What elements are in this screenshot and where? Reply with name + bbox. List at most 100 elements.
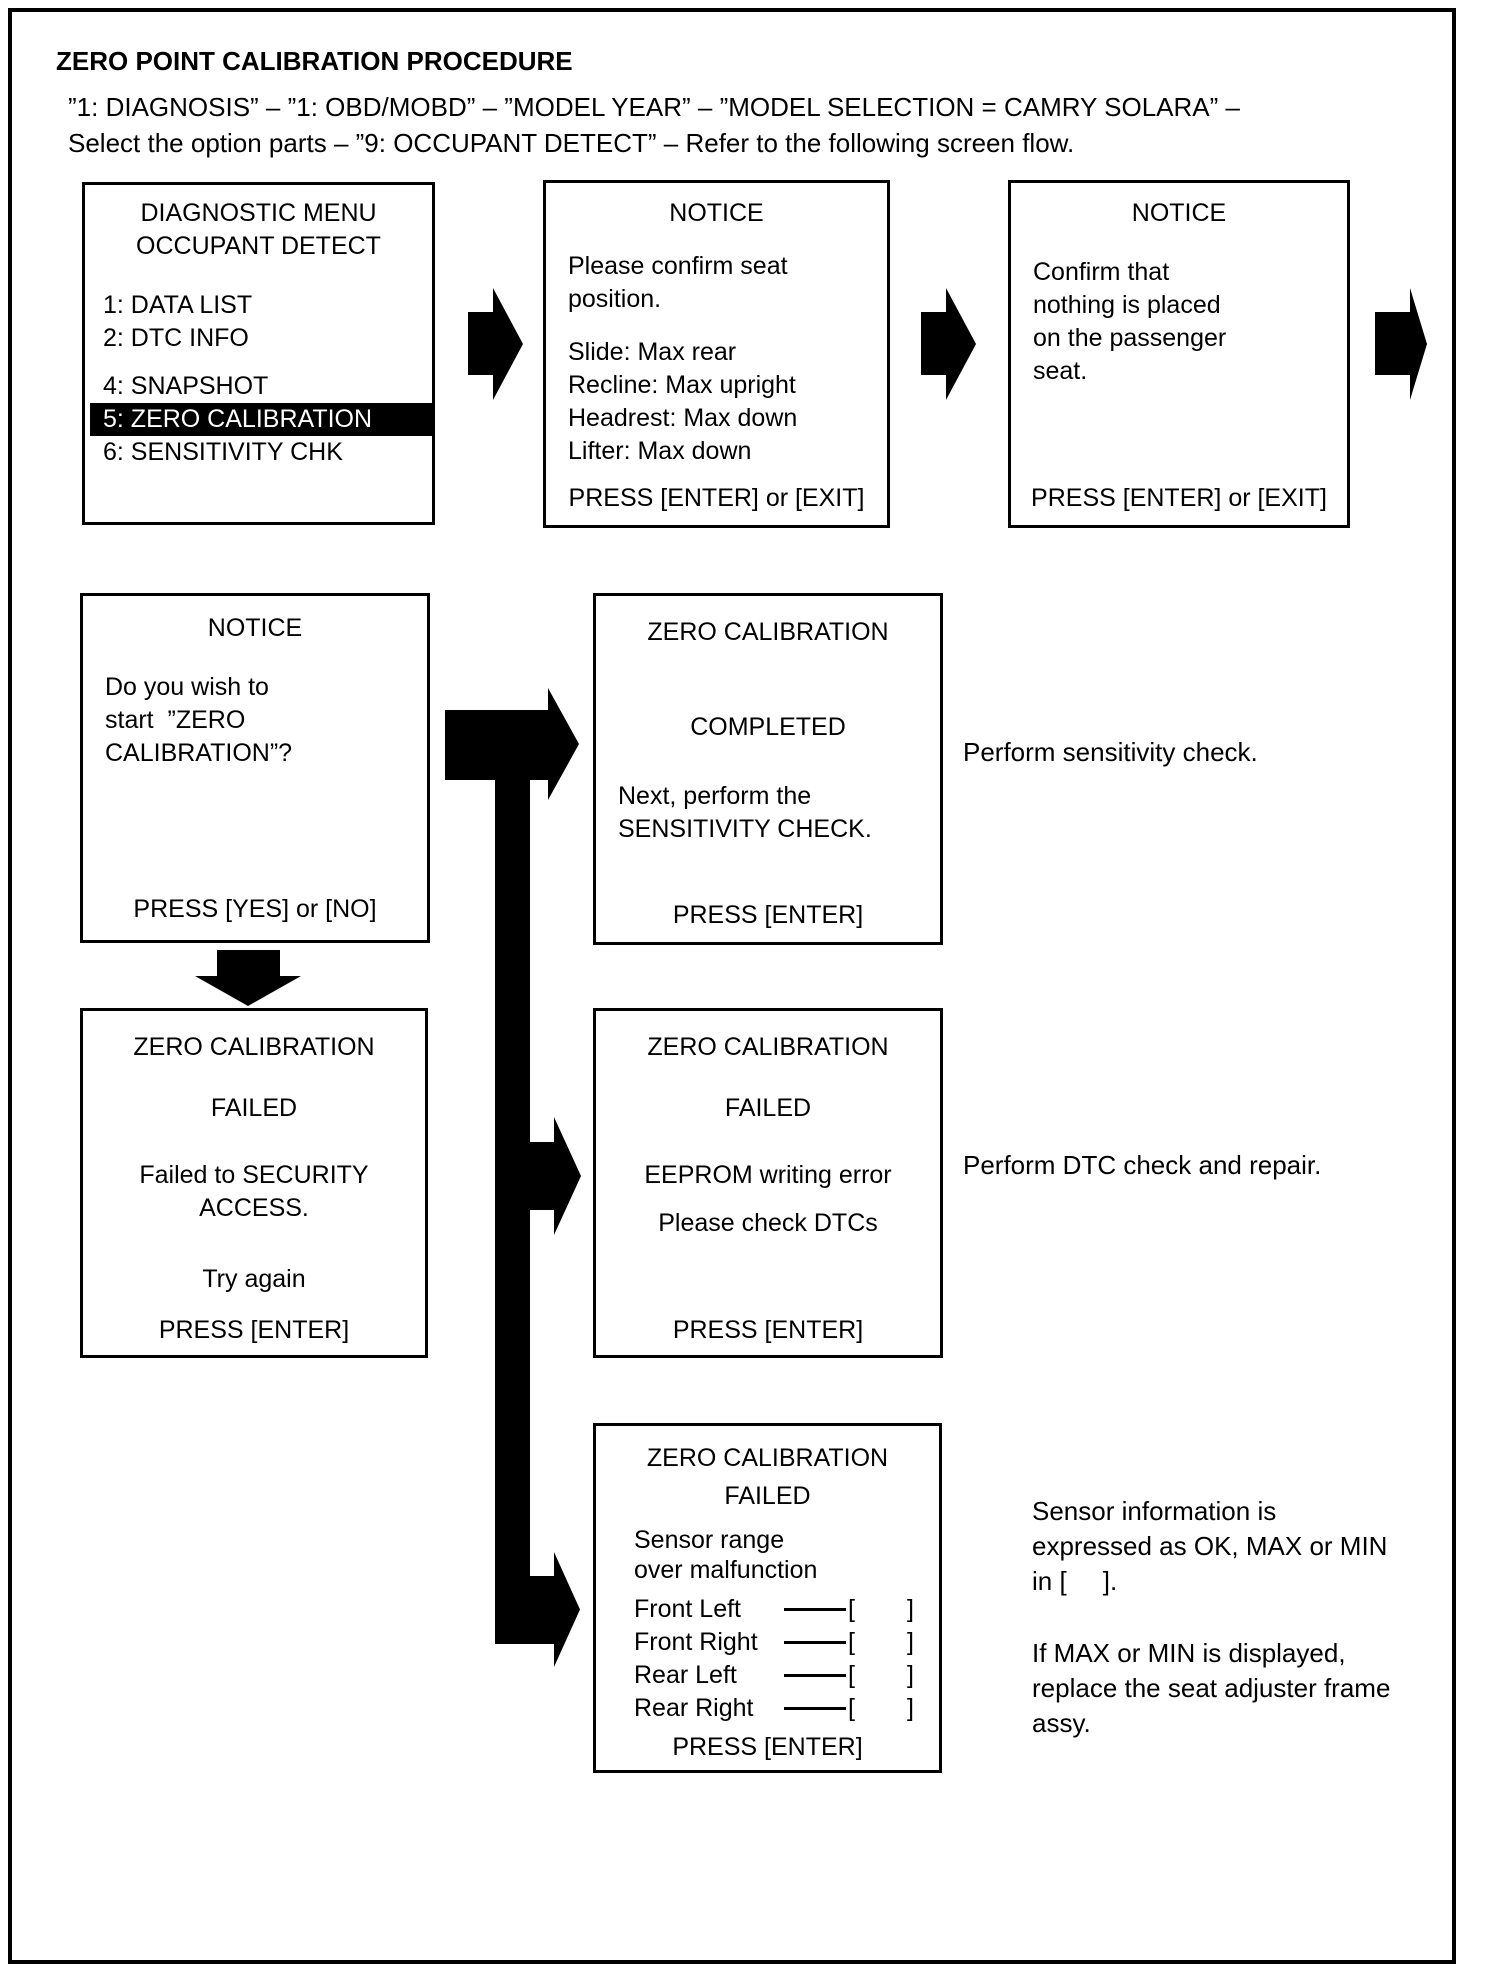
text-line: ACCESS. [199, 1194, 309, 1222]
screen-calibration-completed: ZERO CALIBRATION COMPLETED Next, perform… [593, 593, 943, 945]
seat-recline: Recline: Max upright [568, 371, 796, 399]
menu-item-list: 1: DATA LIST 2: DTC INFO 4: SNAPSHOT 5: … [90, 289, 432, 469]
seat-lifter: Lifter: Max down [568, 437, 752, 465]
text-line: expressed as OK, MAX or MIN [1032, 1531, 1388, 1561]
screen-notice-seat-position: NOTICE Please confirm seat position. Sli… [543, 180, 890, 528]
screen-diagnostic-menu: DIAGNOSTIC MENU OCCUPANT DETECT 1: DATA … [82, 182, 435, 525]
notice-nothing-text: Confirm that nothing is placed on the pa… [1011, 230, 1347, 388]
sensor-row-line [784, 1608, 846, 1611]
bracket-close: ] [906, 1661, 914, 1689]
press-enter-exit-label: PRESS [ENTER] or [EXIT] [1031, 484, 1327, 512]
bracket-close: ] [906, 1595, 914, 1623]
press-enter-exit-label: PRESS [ENTER] or [EXIT] [568, 484, 865, 512]
bracket-close: ] [906, 1628, 914, 1656]
text-line: Please check DTCs [658, 1209, 878, 1237]
text-line: SENSITIVITY CHECK. [618, 815, 872, 843]
press-enter-label: PRESS [ENTER] [158, 1316, 350, 1344]
text-line: Try again [202, 1265, 306, 1293]
text-line: seat. [1033, 357, 1088, 385]
menu-title-line2: OCCUPANT DETECT [136, 232, 381, 260]
page-title: ZERO POINT CALIBRATION PROCEDURE [56, 46, 573, 76]
sensor-row-line [784, 1707, 846, 1710]
menu-item-spacer [103, 355, 432, 370]
intro-line-1: ”1: DIAGNOSIS” – ”1: OBD/MOBD” – ”MODEL … [68, 92, 1240, 122]
screen-title: ZERO CALIBRATION [647, 1033, 889, 1061]
notice-seat-text: Please confirm seat position. [546, 230, 887, 316]
notice-title: NOTICE [207, 614, 303, 642]
text-line: Please confirm seat [568, 252, 788, 280]
flow-arrow-sensor-stub [530, 1576, 555, 1644]
screen-title: ZERO CALIBRATION [647, 618, 889, 646]
press-enter-label: PRESS [ENTER] [672, 1316, 864, 1344]
seat-position-list: Slide: Max rear Recline: Max upright Hea… [546, 316, 887, 468]
menu-item-sensitivity-chk: 6: SENSITIVITY CHK [103, 438, 343, 466]
seat-slide: Slide: Max rear [568, 338, 737, 366]
status-completed: COMPLETED [690, 713, 846, 741]
bracket-open: [ [848, 1694, 855, 1722]
status-failed: FAILED [724, 1094, 812, 1122]
sensor-row-front-left: Front Left [ ] [596, 1593, 939, 1626]
note-perform-dtc-check: Perform DTC check and repair. [963, 1150, 1322, 1180]
flow-arrow-eeprom-stub [530, 1142, 555, 1210]
text-line: Failed to SECURITY [139, 1161, 369, 1189]
text-line: If MAX or MIN is displayed, [1032, 1638, 1346, 1668]
page-border [8, 8, 1456, 1964]
press-enter-label: PRESS [ENTER] [672, 901, 864, 929]
menu-item-dtc-info: 2: DTC INFO [103, 324, 249, 352]
text-line: start ”ZERO [105, 706, 246, 734]
menu-title-line1: DIAGNOSTIC MENU [140, 199, 377, 227]
text-line: replace the seat adjuster frame [1032, 1673, 1391, 1703]
sensor-row-line [784, 1641, 846, 1644]
sensor-range-text: Sensor range over malfunction [596, 1513, 939, 1585]
notice-title: NOTICE [1131, 199, 1227, 227]
text-line: EEPROM writing error [644, 1161, 892, 1189]
note-sensor-information: Sensor information is expressed as OK, M… [1032, 1494, 1387, 1599]
sensor-row-rear-right: Rear Right [ ] [596, 1692, 939, 1725]
flow-arrow-down-stem [217, 950, 280, 977]
flow-arrow-branch-shaft-horizontal [445, 710, 549, 780]
status-failed: FAILED [724, 1482, 811, 1510]
status-failed: FAILED [210, 1094, 298, 1122]
sensor-row-label: Rear Right [634, 1694, 754, 1722]
seat-headrest: Headrest: Max down [568, 404, 798, 432]
text-line: CALIBRATION”? [105, 739, 293, 767]
text-line: nothing is placed [1033, 291, 1221, 319]
bracket-open: [ [848, 1595, 855, 1623]
press-enter-label: PRESS [ENTER] [672, 1733, 863, 1761]
text-line: assy. [1032, 1708, 1091, 1738]
text-line: Sensor information is [1032, 1496, 1277, 1526]
text-line: position. [568, 285, 662, 313]
sensor-row-list: Front Left [ ] Front Right [ ] Rear Left… [596, 1593, 939, 1725]
sensor-row-label: Front Right [634, 1628, 758, 1656]
screen-title: ZERO CALIBRATION [133, 1033, 375, 1061]
sensor-row-rear-left: Rear Left [ ] [596, 1659, 939, 1692]
bracket-close: ] [906, 1694, 914, 1722]
notice-start-text: Do you wish to start ”ZERO CALIBRATION”? [83, 645, 427, 770]
screen-failed-eeprom: ZERO CALIBRATION FAILED EEPROM writing e… [593, 1008, 943, 1358]
screen-notice-start-calibration: NOTICE Do you wish to start ”ZERO CALIBR… [80, 593, 430, 943]
note-replace-seat-adjuster: If MAX or MIN is displayed, replace the … [1032, 1636, 1390, 1741]
intro-line-2: Select the option parts – ”9: OCCUPANT D… [68, 128, 1075, 158]
sensor-row-line [784, 1674, 846, 1677]
completed-text: Next, perform the SENSITIVITY CHECK. [596, 744, 940, 846]
note-perform-sensitivity: Perform sensitivity check. [963, 737, 1258, 767]
sensor-row-label: Front Left [634, 1595, 741, 1623]
menu-item-zero-calibration-selected: 5: ZERO CALIBRATION [90, 403, 432, 436]
screen-failed-security-access: ZERO CALIBRATION FAILED Failed to SECURI… [80, 1008, 428, 1358]
sensor-row-label: Rear Left [634, 1661, 737, 1689]
press-yes-no-label: PRESS [YES] or [NO] [133, 895, 377, 923]
text-line: over malfunction [634, 1556, 818, 1584]
text-line: Confirm that [1033, 258, 1170, 286]
bracket-open: [ [848, 1661, 855, 1689]
screen-title: ZERO CALIBRATION [646, 1444, 889, 1472]
screen-notice-nothing-placed: NOTICE Confirm that nothing is placed on… [1008, 180, 1350, 528]
text-line: Next, perform the [618, 782, 812, 810]
text-line: Sensor range [634, 1526, 785, 1554]
screen-failed-sensor-range: ZERO CALIBRATION FAILED Sensor range ove… [593, 1423, 942, 1773]
text-line: in [ ]. [1032, 1566, 1118, 1596]
notice-title: NOTICE [669, 199, 764, 227]
menu-item-data-list: 1: DATA LIST [103, 291, 253, 319]
menu-item-snapshot: 4: SNAPSHOT [103, 372, 269, 400]
bracket-open: [ [848, 1628, 855, 1656]
